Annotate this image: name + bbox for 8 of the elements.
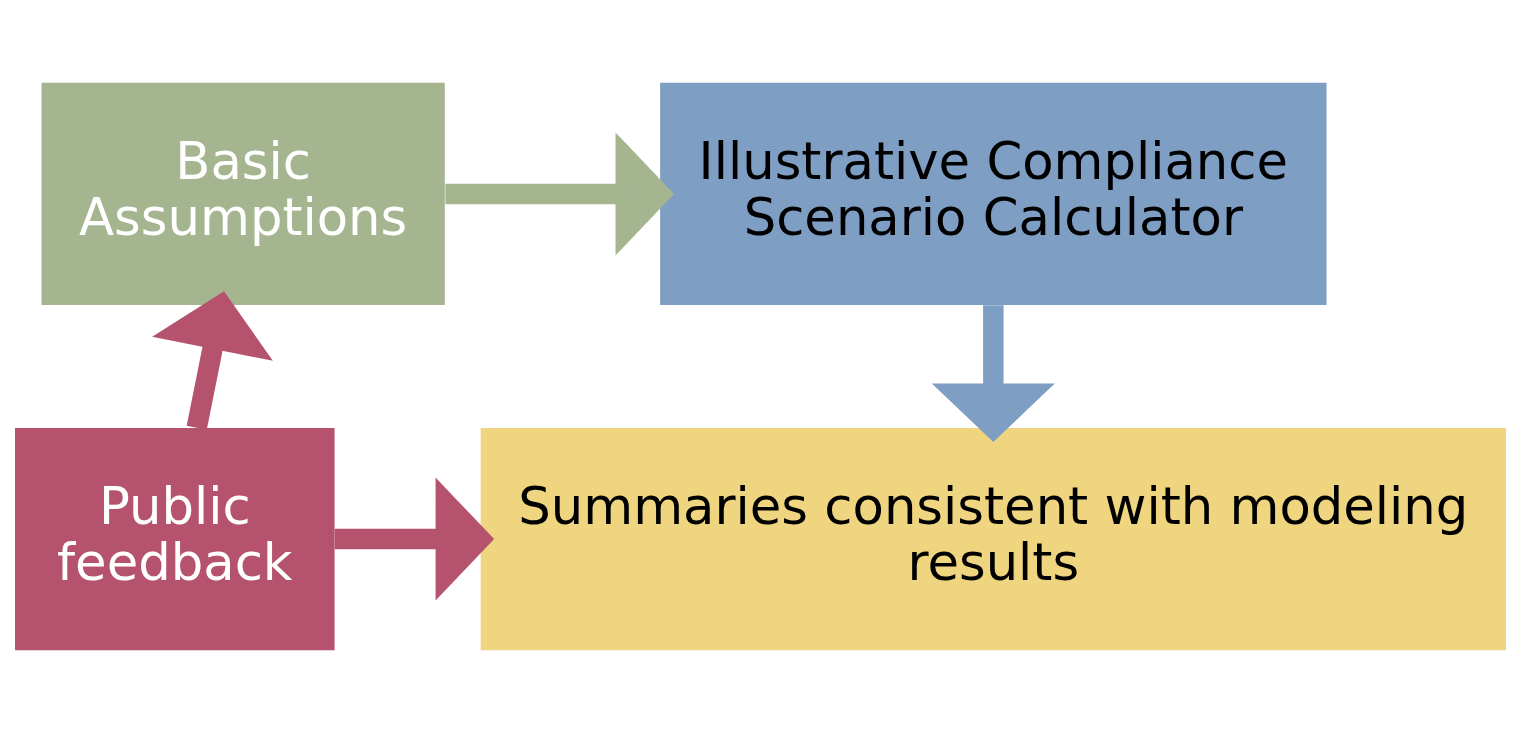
arrow xyxy=(445,132,675,256)
node-box: Summaries consistent with modeling results xyxy=(480,428,1506,651)
arrow xyxy=(334,477,495,601)
arrow xyxy=(152,291,273,430)
node-box: Basic Assumptions xyxy=(41,82,445,305)
node-box: Illustrative Compliance Scenario Calculator xyxy=(660,82,1327,305)
node-box: Public feedback xyxy=(15,428,335,651)
arrow xyxy=(931,305,1055,443)
